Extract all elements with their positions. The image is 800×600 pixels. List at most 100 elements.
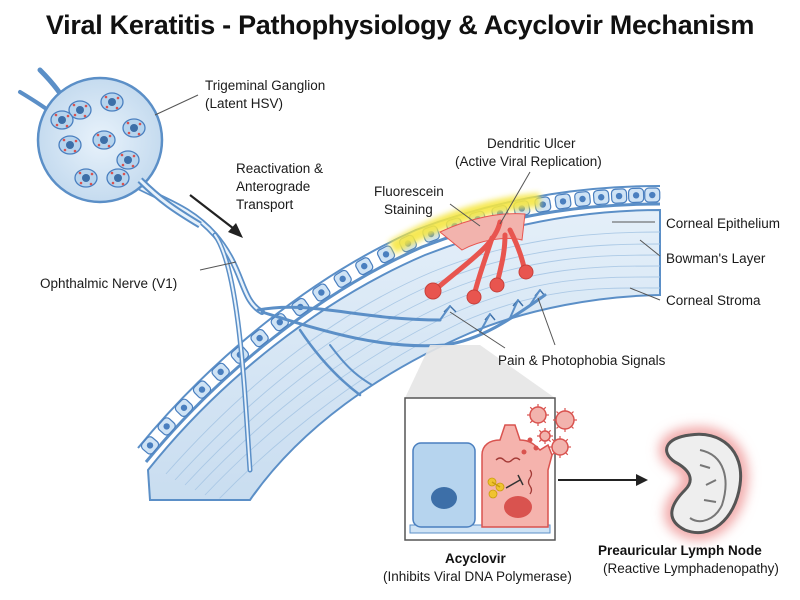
label-epithelium: Corneal Epithelium [666, 216, 780, 231]
zoom-connector [405, 345, 555, 398]
latent-virus-dot [73, 113, 77, 117]
cell-nucleus [256, 334, 263, 342]
latent-virus-dot [74, 139, 78, 143]
latent-virus-dot [84, 104, 88, 108]
label-ulcer-2: (Active Viral Replication) [455, 154, 602, 169]
neuron-nucleus [82, 174, 90, 182]
bowman-layer [144, 202, 661, 463]
virion [555, 410, 575, 430]
latent-virus-dot [73, 149, 77, 153]
label-acyclovir-title: Acyclovir [445, 551, 507, 566]
dendritic-ulcer [424, 213, 546, 321]
latent-virus-dot [96, 133, 100, 137]
latent-virus-dot [104, 95, 108, 99]
infected-cell [481, 424, 553, 528]
cell-nucleus [382, 251, 390, 258]
latent-virus-dot [120, 153, 124, 157]
neuron-nucleus [66, 141, 74, 149]
latent-virus-dot [122, 172, 126, 176]
latent-virus-dot [132, 154, 136, 158]
trigeminal-ganglion [36, 76, 202, 229]
cell-nucleus [198, 386, 206, 393]
viral-particle [521, 449, 527, 455]
latent-virus-dot [127, 131, 131, 135]
cell-nucleus [163, 423, 170, 430]
healthy-cell [412, 442, 476, 528]
latent-virus-dot [138, 122, 142, 126]
virion-spike [538, 429, 542, 433]
latent-virus-dot [107, 144, 111, 148]
cell-nucleus [180, 404, 188, 411]
neuron-nucleus [76, 106, 84, 114]
virion [529, 406, 547, 424]
label-reactivation-1: Reactivation & [236, 161, 323, 176]
label-fluorescein-2: Staining [384, 202, 433, 217]
cell-nucleus [146, 442, 154, 449]
latent-virus-dot [105, 105, 109, 109]
virion-spike [543, 406, 547, 410]
virion-spike [551, 438, 555, 442]
cell-nucleus [318, 289, 325, 296]
virion-spike [551, 452, 555, 456]
viral-particle [527, 437, 533, 443]
latent-virus-dot [115, 106, 119, 110]
label-lymph-title: Preauricular Lymph Node [598, 543, 762, 558]
neuron-nucleus [108, 98, 116, 106]
cell-nucleus [598, 194, 605, 201]
latent-virus-dot [72, 103, 76, 107]
latent-virus-dot [55, 123, 59, 127]
latent-virus-dot [121, 182, 125, 186]
latent-virus-dot [116, 96, 120, 100]
virion-spike [529, 406, 533, 410]
virion-spike [548, 429, 552, 433]
label-reactivation-3: Transport [236, 197, 294, 212]
labels: Trigeminal Ganglion (Latent HSV) Reactiv… [40, 78, 780, 584]
latent-virus-dot [111, 181, 115, 185]
latent-virus-dot [65, 124, 69, 128]
latent-virus-dot [121, 163, 125, 167]
latent-virus-dot [54, 113, 58, 117]
neuron-nucleus [100, 136, 108, 144]
virion-spike [556, 411, 560, 415]
cell-nucleus [649, 191, 656, 199]
label-reactivation-2: Anterograde [236, 179, 310, 194]
cell-nucleus [579, 195, 586, 203]
label-lymph-sub: (Reactive Lymphadenopathy) [603, 561, 779, 576]
virion-spike [570, 425, 574, 429]
viral-particle [533, 445, 539, 451]
latent-virus-dot [79, 181, 83, 185]
latent-virus-dot [89, 182, 93, 186]
label-acyclovir-sub: (Inhibits Viral DNA Polymerase) [383, 569, 572, 584]
virion-spike [565, 438, 569, 442]
latent-virus-dot [90, 172, 94, 176]
neuron-nucleus [114, 174, 122, 182]
cell-nucleus [559, 198, 567, 205]
neuron-nucleus [124, 156, 132, 164]
label-ganglion-2: (Latent HSV) [205, 96, 283, 111]
virion-spike [543, 420, 547, 424]
latent-virus-dot [66, 114, 70, 118]
latent-virus-dot [126, 121, 130, 125]
label-pain: Pain & Photophobia Signals [498, 353, 666, 368]
label-stroma: Corneal Stroma [666, 293, 761, 308]
cell-nucleus [615, 192, 623, 200]
neuron-nucleus [58, 116, 66, 124]
cell-nucleus [276, 318, 283, 326]
label-ulcer-1: Dendritic Ulcer [487, 136, 576, 151]
label-bowman: Bowman's Layer [666, 251, 766, 266]
virion-spike [570, 411, 574, 415]
leader-lines [154, 94, 661, 349]
latent-virus-dot [110, 171, 114, 175]
virion-spike [556, 425, 560, 429]
virion-spike [538, 439, 542, 443]
latent-virus-dot [97, 143, 101, 147]
virion [551, 438, 569, 456]
latent-virus-dot [131, 164, 135, 168]
lymph-arrow [558, 474, 648, 486]
neuron-nucleus [130, 124, 138, 132]
fluorescein-glow [388, 193, 541, 254]
lymph-node [659, 427, 748, 540]
acyclovir-molecule [487, 477, 505, 499]
diagram-title: Viral Keratitis - Pathophysiology & Acyc… [45, 10, 755, 40]
